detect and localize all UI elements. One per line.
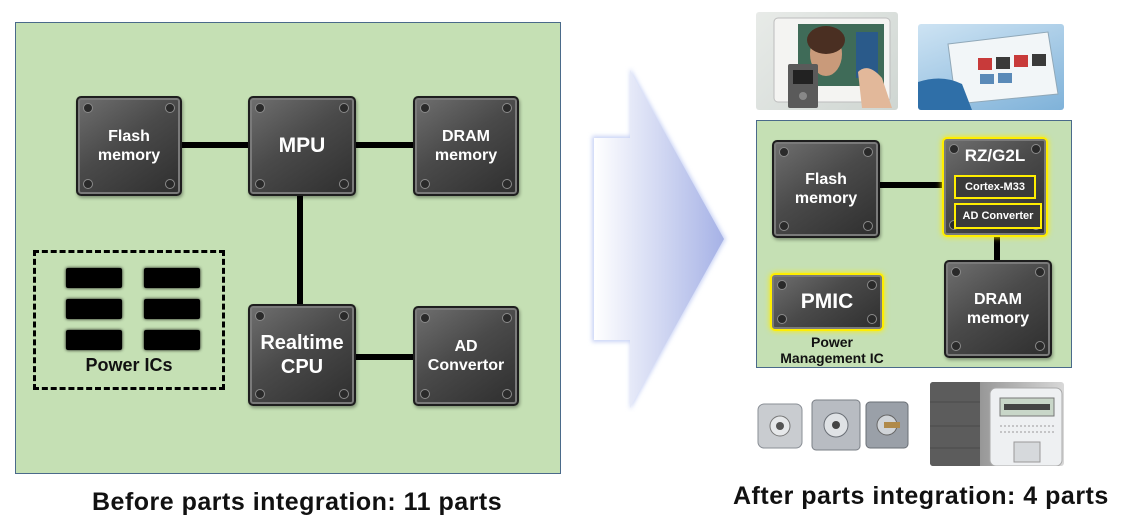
rz-g2l-label: RZ/G2L bbox=[964, 146, 1026, 165]
before-panel bbox=[15, 22, 561, 474]
mpu-label: MPU bbox=[278, 134, 326, 158]
wire-rz-dram bbox=[994, 236, 1000, 262]
power-management-ic-label: Power Management IC bbox=[780, 334, 884, 367]
motors-photo bbox=[754, 382, 912, 466]
mpu-chip: MPU bbox=[248, 96, 356, 196]
tablet-photo bbox=[918, 24, 1064, 110]
smart-meter-photo bbox=[930, 382, 1064, 466]
power-ic bbox=[144, 330, 200, 350]
wire-flash-mpu bbox=[180, 142, 252, 148]
after-caption: After parts integration: 4 parts bbox=[733, 482, 1109, 510]
power-ic bbox=[66, 330, 122, 350]
after-flash-memory-chip: Flash memory bbox=[772, 140, 880, 238]
wire-mpu-dram bbox=[352, 142, 417, 148]
ad-convertor-chip: AD Convertor bbox=[413, 306, 519, 406]
power-ic bbox=[66, 299, 122, 319]
before-caption: Before parts integration: 11 parts bbox=[92, 488, 503, 516]
ad-convertor-label: AD Convertor bbox=[427, 337, 505, 374]
transition-arrow bbox=[592, 68, 726, 410]
after-flash-memory-label: Flash memory bbox=[794, 170, 858, 207]
wire-flash-rz bbox=[878, 182, 946, 188]
after-dram-memory-chip: DRAM memory bbox=[944, 260, 1052, 358]
power-ic bbox=[144, 268, 200, 288]
dram-memory-chip: DRAM memory bbox=[413, 96, 519, 196]
ad-converter-box: AD Converter bbox=[954, 203, 1042, 229]
realtime-cpu-label: Realtime CPU bbox=[260, 332, 344, 378]
power-ic bbox=[66, 268, 122, 288]
dram-memory-label: DRAM memory bbox=[434, 127, 498, 164]
power-ic bbox=[144, 299, 200, 319]
wire-cpu-ad bbox=[353, 354, 415, 360]
realtime-cpu-chip: Realtime CPU bbox=[248, 304, 356, 406]
flash-memory-chip: Flash memory bbox=[76, 96, 182, 196]
after-dram-memory-label: DRAM memory bbox=[966, 290, 1030, 327]
pmic-label: PMIC bbox=[800, 290, 854, 314]
flash-memory-label: Flash memory bbox=[97, 127, 161, 164]
power-ics-group bbox=[33, 250, 225, 390]
wire-mpu-cpu bbox=[297, 192, 303, 304]
intercom-photo bbox=[756, 12, 898, 110]
cortex-m33-box: Cortex-M33 bbox=[954, 175, 1036, 199]
pmic-chip: PMIC bbox=[770, 273, 884, 331]
power-ics-label: Power ICs bbox=[85, 355, 173, 375]
